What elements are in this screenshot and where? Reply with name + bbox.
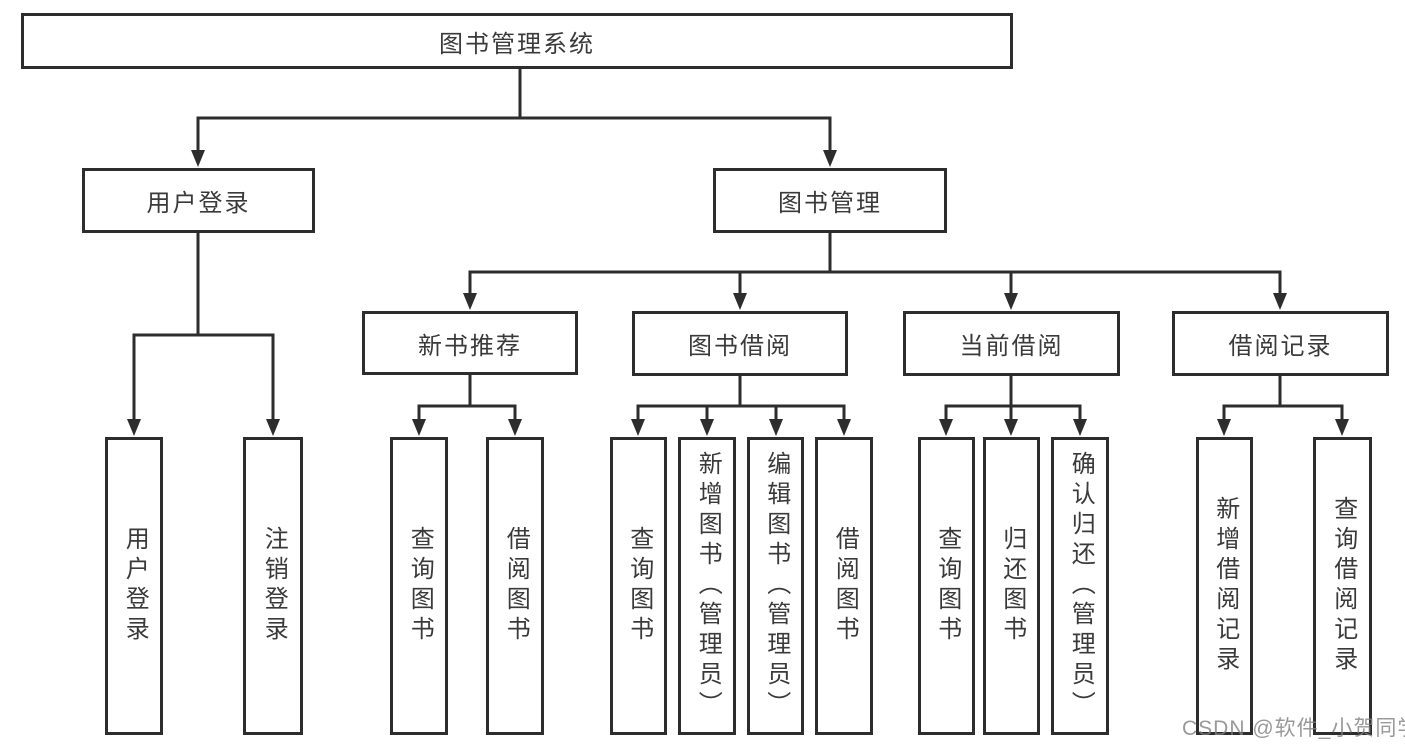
node-query-borrow-record: 查询借阅记录: [1313, 437, 1372, 735]
node-root-system: 图书管理系统: [21, 13, 1013, 69]
node-return-book: 归还图书: [983, 437, 1040, 735]
arrowhead-icon: [769, 419, 783, 436]
arrowhead-icon: [1335, 419, 1349, 436]
node-borrow-books-leaf: 借阅图书: [815, 437, 873, 735]
node-query-books-current: 查询图书: [918, 437, 975, 735]
connector-line: [468, 270, 1282, 295]
arrowhead-icon: [823, 150, 837, 167]
arrowhead-icon: [412, 419, 426, 436]
node-confirm-return-admin: 确认归还（管理员）: [1051, 437, 1109, 735]
node-new-book-recommend: 新书推荐: [362, 311, 578, 375]
node-logout-leaf: 注销登录: [243, 437, 303, 735]
arrowhead-icon: [1004, 419, 1018, 436]
arrowhead-icon: [463, 293, 477, 310]
arrowhead-icon: [266, 419, 280, 436]
node-add-book-admin: 新增图书（管理员）: [678, 437, 736, 735]
node-book-borrow: 图书借阅: [632, 311, 848, 376]
node-add-borrow-record: 新增借阅记录: [1196, 437, 1253, 735]
arrowhead-icon: [837, 419, 851, 436]
node-book-management: 图书管理: [713, 168, 947, 233]
connector-line: [636, 404, 846, 421]
node-query-books-borrow: 查询图书: [610, 437, 667, 735]
csdn-watermark: CSDN @软件_小贺同学: [1182, 717, 1405, 740]
node-borrow-books-recommend: 借阅图书: [486, 437, 544, 735]
arrowhead-icon: [1073, 419, 1087, 436]
node-borrow-records: 借阅记录: [1172, 311, 1389, 376]
connector-line: [132, 333, 275, 421]
connector-line: [1222, 404, 1344, 421]
arrowhead-icon: [631, 419, 645, 436]
node-user-login-leaf: 用户登录: [105, 437, 163, 735]
arrowhead-icon: [508, 419, 522, 436]
node-user-login: 用户登录: [82, 168, 315, 233]
arrowhead-icon: [127, 419, 141, 436]
connector-line: [417, 404, 517, 421]
arrowhead-icon: [1217, 419, 1231, 436]
node-current-borrow: 当前借阅: [903, 311, 1120, 376]
arrowhead-icon: [1273, 293, 1287, 310]
node-query-books-recommend: 查询图书: [390, 437, 448, 735]
connector-line: [944, 404, 1082, 421]
node-edit-book-admin: 编辑图书（管理员）: [747, 437, 804, 735]
arrowhead-icon: [700, 419, 714, 436]
arrowhead-icon: [939, 419, 953, 436]
arrowhead-icon: [191, 150, 205, 167]
arrowhead-icon: [1004, 293, 1018, 310]
connector-line: [196, 116, 832, 152]
arrowhead-icon: [733, 293, 747, 310]
